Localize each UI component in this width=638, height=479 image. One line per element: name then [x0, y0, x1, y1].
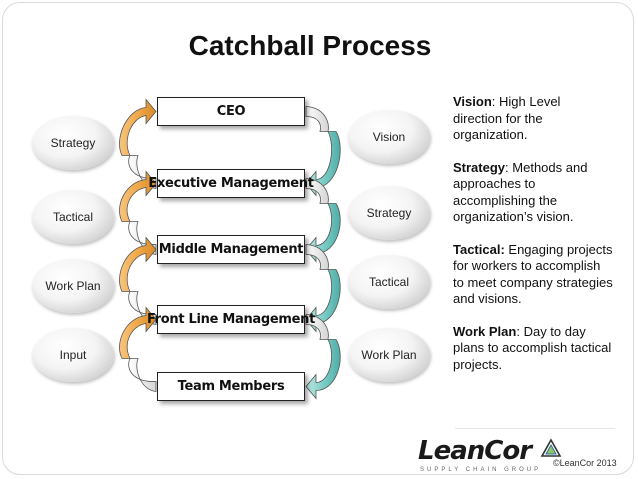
- definition-work-plan: Work Plan: Day to day plans to accomplis…: [453, 324, 613, 374]
- definition-strategy: Strategy: Methods and approaches to acco…: [453, 160, 613, 226]
- slide-frame: [2, 2, 634, 475]
- copyright: ©LeanCor 2013: [553, 458, 617, 468]
- definition-term: Vision: [453, 94, 492, 109]
- level-team-members: Team Members: [157, 372, 305, 401]
- right-label-vision: Vision: [348, 110, 430, 164]
- definition-term: Strategy: [453, 159, 506, 175]
- right-down-arrow: [305, 131, 341, 197]
- left-label-strategy: Strategy: [32, 116, 114, 170]
- footer-divider: [455, 428, 615, 429]
- left-up-arrow: [119, 236, 157, 292]
- left-up-arrow: [119, 98, 157, 156]
- leancor-logo: LeanCor SUPPLY CHAIN GROUP: [418, 436, 578, 473]
- definition-separator: :: [516, 323, 520, 339]
- right-return-band: [305, 106, 329, 132]
- definition-vision: Vision: High Level direction for the org…: [453, 94, 613, 144]
- level-middle-management: Middle Management: [157, 235, 305, 264]
- level-executive-management: Executive Management: [148, 169, 314, 198]
- level-ceo: CEO: [157, 97, 305, 126]
- left-return-band: [128, 358, 157, 392]
- left-label-work-plan: Work Plan: [32, 259, 114, 313]
- right-label-work-plan: Work Plan: [348, 328, 430, 382]
- right-return-band: [305, 244, 329, 270]
- definition-tactical: Tactical: Engaging projects for workers …: [453, 242, 613, 308]
- definitions-panel: Vision: High Level direction for the org…: [453, 94, 613, 389]
- logo-tagline: SUPPLY CHAIN GROUP: [420, 467, 542, 473]
- logo-wordmark: LeanCor: [418, 436, 532, 466]
- left-up-arrow: [119, 170, 157, 222]
- right-return-band: [305, 314, 329, 340]
- left-label-input: Input: [32, 328, 114, 382]
- level-front-line-management: Front Line Management: [147, 305, 315, 334]
- definition-term: Tactical:: [453, 241, 505, 257]
- definition-text: Day to day plans to accomplish tactical …: [453, 323, 612, 372]
- definition-term: Work Plan: [453, 323, 517, 339]
- left-label-tactical: Tactical: [32, 190, 114, 244]
- definition-text: High Level direction for the organizatio…: [453, 94, 561, 142]
- right-label-strategy: Strategy: [348, 186, 430, 240]
- slide-title: Catchball Process: [188, 30, 432, 61]
- right-label-tactical: Tactical: [348, 255, 430, 309]
- right-down-arrow: [305, 339, 341, 400]
- definition-text: Engaging projects for workers to accompl…: [453, 241, 613, 307]
- definition-text: Methods and approaches to accomplishing …: [453, 159, 588, 225]
- right-return-band: [305, 178, 329, 204]
- definition-separator: :: [491, 94, 496, 109]
- recycle-triangle-icon: [540, 438, 562, 457]
- left-up-arrow: [119, 306, 157, 359]
- definition-separator: :: [505, 159, 509, 175]
